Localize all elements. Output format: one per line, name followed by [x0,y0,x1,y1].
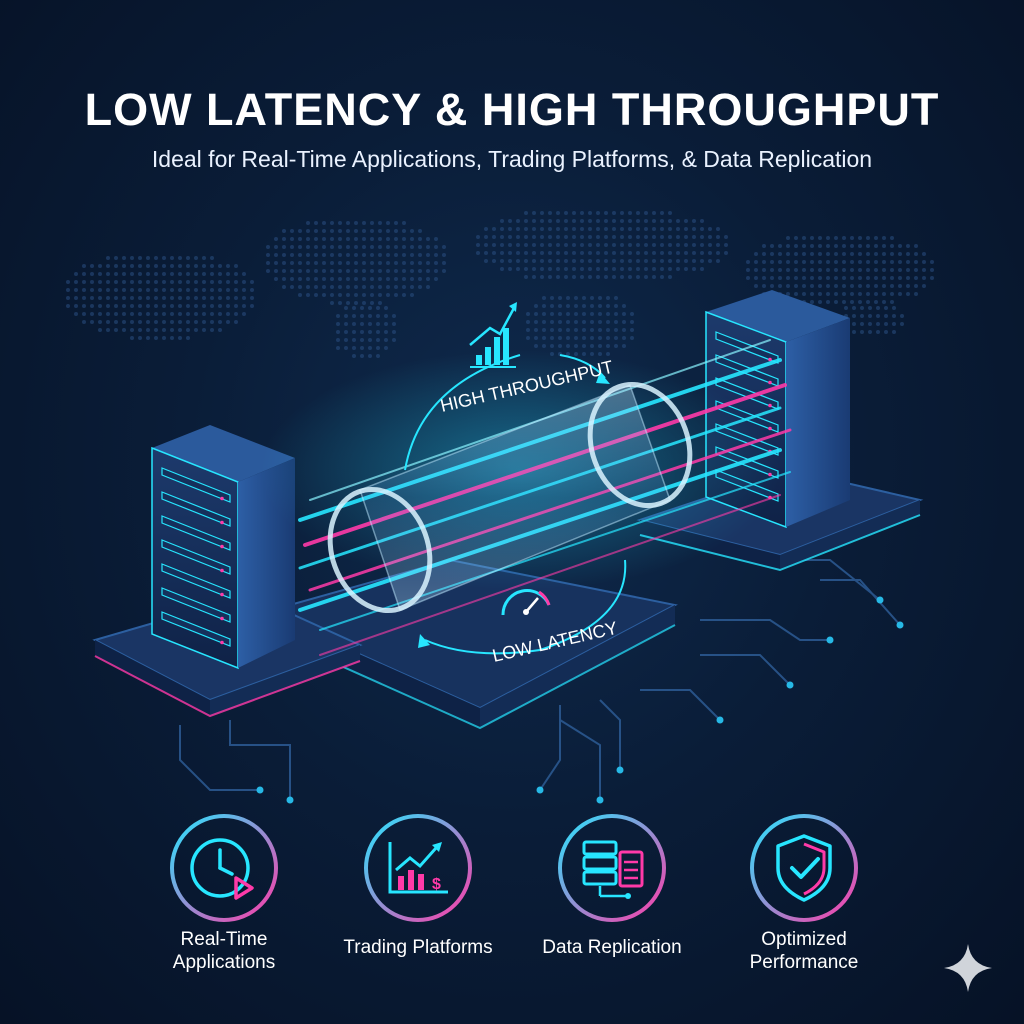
svg-text:$: $ [432,876,441,893]
pipe-ring-left [327,486,433,614]
shield-check-icon [750,814,858,922]
feature-label: Data Replication [542,937,682,958]
circuit-nodes [256,516,904,804]
database-servers-icon [558,814,666,922]
sparkle-icon [944,944,992,992]
speedometer-icon [501,589,551,616]
trading-chart-icon: $ [364,814,472,922]
clock-play-icon [170,814,278,922]
throughput-chart-icon [469,302,517,368]
data-pipe [327,381,693,614]
page-subtitle: Ideal for Real-Time Applications, Tradin… [151,146,873,172]
feature-label: Trading Platforms [343,937,493,958]
pipe-ring-right [587,381,693,509]
page-title: LOW LATENCY & HIGH THROUGHPUT [84,84,940,135]
